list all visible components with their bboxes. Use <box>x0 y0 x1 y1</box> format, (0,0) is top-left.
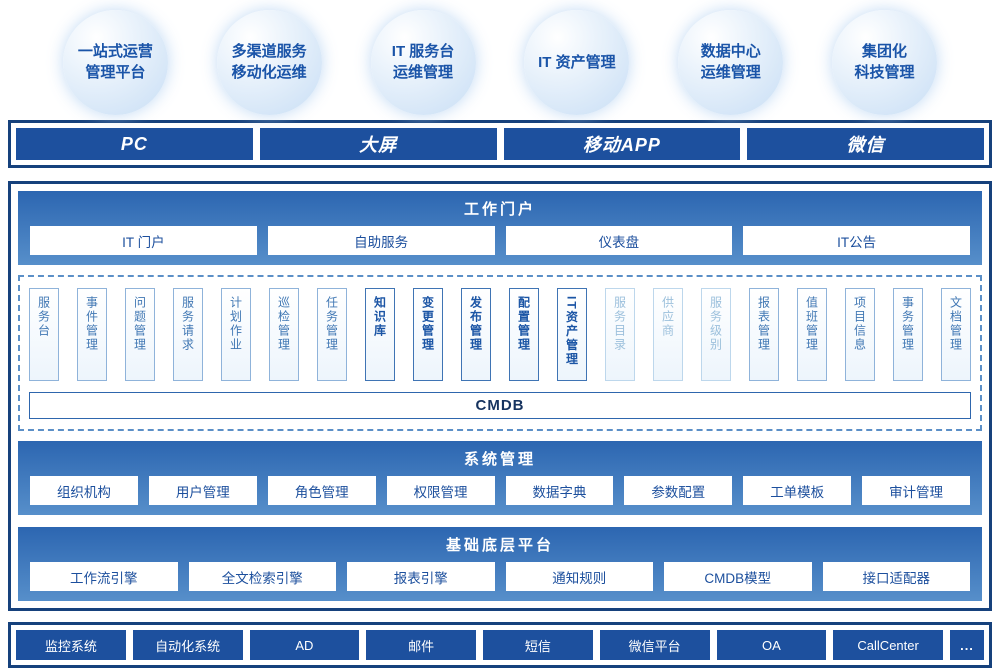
platform-section-title: 基础底层平台 <box>445 537 554 554</box>
sys-item-data-dictionary: 数据字典 <box>505 476 614 505</box>
module-incident-mgmt: 事件管理 <box>77 288 107 381</box>
channel-wechat: 微信 <box>747 128 984 160</box>
platform-item-interface-adapter: 接口适配器 <box>822 562 970 591</box>
portal-section-title: 工作门户 <box>463 201 536 218</box>
module-report-mgmt: 报表管理 <box>749 288 779 381</box>
bubble-datacenter-ops: 数据中心 运维管理 <box>678 9 784 115</box>
module-label: 服务台 <box>36 296 51 338</box>
platform-item-workflow-engine: 工作流引擎 <box>30 562 178 591</box>
module-document-mgmt: 文档管理 <box>941 288 971 381</box>
module-change-mgmt: 变更管理 <box>413 288 443 381</box>
module-duty-mgmt: 值班管理 <box>797 288 827 381</box>
platform-section: 基础底层平台 工作流引擎 全文检索引擎 报表引擎 通知规则 CMDB模型 接口适… <box>18 527 982 601</box>
system-items-row: 组织机构 用户管理 角色管理 权限管理 数据字典 参数配置 工单模板 审计管理 <box>30 476 970 505</box>
integration-more: ... <box>950 630 984 660</box>
bubble-it-asset-management: IT 资产管理 <box>524 9 630 115</box>
module-label: 计划作业 <box>228 296 243 352</box>
module-planned-job: 计划作业 <box>221 288 251 381</box>
capability-bubbles: 一站式运营 管理平台 多渠道服务 移动化运维 IT 服务台 运维管理 IT 资产… <box>0 0 1000 120</box>
module-label: 发布管理 <box>468 296 483 352</box>
integrations-bar: 监控系统 自动化系统 AD 邮件 短信 微信平台 OA CallCenter .… <box>8 622 992 668</box>
cmdb-bar: CMDB <box>29 392 971 419</box>
module-label: 问题管理 <box>132 296 147 352</box>
channel-bar: PC 大屏 移动APP 微信 <box>8 120 992 168</box>
module-service-catalog: 服务目录 <box>605 288 635 381</box>
module-label: 项目信息 <box>852 296 867 352</box>
module-service-level: 服务级别 <box>701 288 731 381</box>
sys-item-role-mgmt: 角色管理 <box>267 476 376 505</box>
channel-big-screen: 大屏 <box>259 128 497 160</box>
integration-oa: OA <box>716 630 827 660</box>
platform-item-report-engine: 报表引擎 <box>347 562 495 591</box>
sys-item-permission-mgmt: 权限管理 <box>386 476 495 505</box>
module-affairs-mgmt: 事务管理 <box>893 288 923 381</box>
module-service-desk: 服务台 <box>29 288 59 381</box>
module-task-mgmt: 任务管理 <box>317 288 347 381</box>
module-label: 知识库 <box>372 296 387 338</box>
channel-mobile-app: 移动APP <box>503 128 741 160</box>
module-config-mgmt: 配置管理 <box>509 288 539 381</box>
integration-callcenter: CallCenter <box>833 630 943 660</box>
module-inspection-mgmt: 巡检管理 <box>269 288 299 381</box>
integration-monitoring: 监控系统 <box>16 630 126 660</box>
sys-item-ticket-template: 工单模板 <box>743 476 852 505</box>
sys-item-audit-mgmt: 审计管理 <box>862 476 970 505</box>
system-section: 系统管理 组织机构 用户管理 角色管理 权限管理 数据字典 参数配置 工单模板 … <box>18 441 982 515</box>
sys-item-parameter-config: 参数配置 <box>624 476 733 505</box>
platform-items-row: 工作流引擎 全文检索引擎 报表引擎 通知规则 CMDB模型 接口适配器 <box>30 562 970 591</box>
portal-item-it-portal: IT 门户 <box>30 226 257 255</box>
module-label: 事务管理 <box>900 296 915 352</box>
platform-item-cmdb-model: CMDB模型 <box>664 562 812 591</box>
module-label: 服务级别 <box>708 296 723 352</box>
integration-ad: AD <box>249 630 360 660</box>
module-label: 报表管理 <box>756 296 771 352</box>
bubble-one-stop-operation: 一站式运营 管理平台 <box>62 9 168 115</box>
system-section-title: 系统管理 <box>463 451 536 468</box>
module-knowledge-base: 知识库 <box>365 288 395 381</box>
portal-section: 工作门户 IT 门户 自助服务 仪表盘 IT公告 <box>18 191 982 265</box>
integration-email: 邮件 <box>366 630 476 660</box>
bubble-multichannel-mobile-ops: 多渠道服务 移动化运维 <box>216 9 322 115</box>
channel-pc: PC <box>16 128 253 160</box>
module-label: 巡检管理 <box>276 296 291 352</box>
module-problem-mgmt: 问题管理 <box>125 288 155 381</box>
module-label: 事件管理 <box>84 296 99 352</box>
main-panel: 工作门户 IT 门户 自助服务 仪表盘 IT公告 服务台 事件管理 问题管理 服… <box>8 181 992 611</box>
sys-item-organization: 组织机构 <box>30 476 138 505</box>
module-supplier: 供应商 <box>653 288 683 381</box>
module-release-mgmt: 发布管理 <box>461 288 491 381</box>
modules-section: 服务台 事件管理 问题管理 服务请求 计划作业 巡检管理 任务管理 知识库 变更… <box>18 275 982 431</box>
module-label: 任务管理 <box>324 296 339 352</box>
module-it-asset-mgmt: IT资产管理 <box>557 288 587 381</box>
module-label: 配置管理 <box>516 296 531 352</box>
section-spacer <box>18 515 982 527</box>
module-service-request: 服务请求 <box>173 288 203 381</box>
integration-automation: 自动化系统 <box>132 630 243 660</box>
module-label: 变更管理 <box>420 296 435 352</box>
module-label: 服务请求 <box>180 296 195 352</box>
portal-item-it-announcement: IT公告 <box>743 226 970 255</box>
portal-item-dashboard: 仪表盘 <box>505 226 733 255</box>
module-label: 值班管理 <box>804 296 819 352</box>
platform-item-fulltext-search-engine: 全文检索引擎 <box>188 562 336 591</box>
bubble-group-tech-management: 集团化 科技管理 <box>832 9 938 115</box>
module-label: 服务目录 <box>612 296 627 352</box>
sys-item-user-mgmt: 用户管理 <box>148 476 257 505</box>
modules-row: 服务台 事件管理 问题管理 服务请求 计划作业 巡检管理 任务管理 知识库 变更… <box>29 288 971 381</box>
portal-item-self-service: 自助服务 <box>267 226 495 255</box>
bubble-it-service-desk-ops: IT 服务台 运维管理 <box>370 9 476 115</box>
module-project-info: 项目信息 <box>845 288 875 381</box>
module-label: IT资产管理 <box>564 296 579 367</box>
integration-sms: 短信 <box>483 630 593 660</box>
integration-wechat-platform: 微信平台 <box>599 630 710 660</box>
module-label: 文档管理 <box>948 296 963 352</box>
platform-item-notification-rules: 通知规则 <box>505 562 653 591</box>
module-label: 供应商 <box>660 296 675 338</box>
portal-items-row: IT 门户 自助服务 仪表盘 IT公告 <box>30 226 970 255</box>
